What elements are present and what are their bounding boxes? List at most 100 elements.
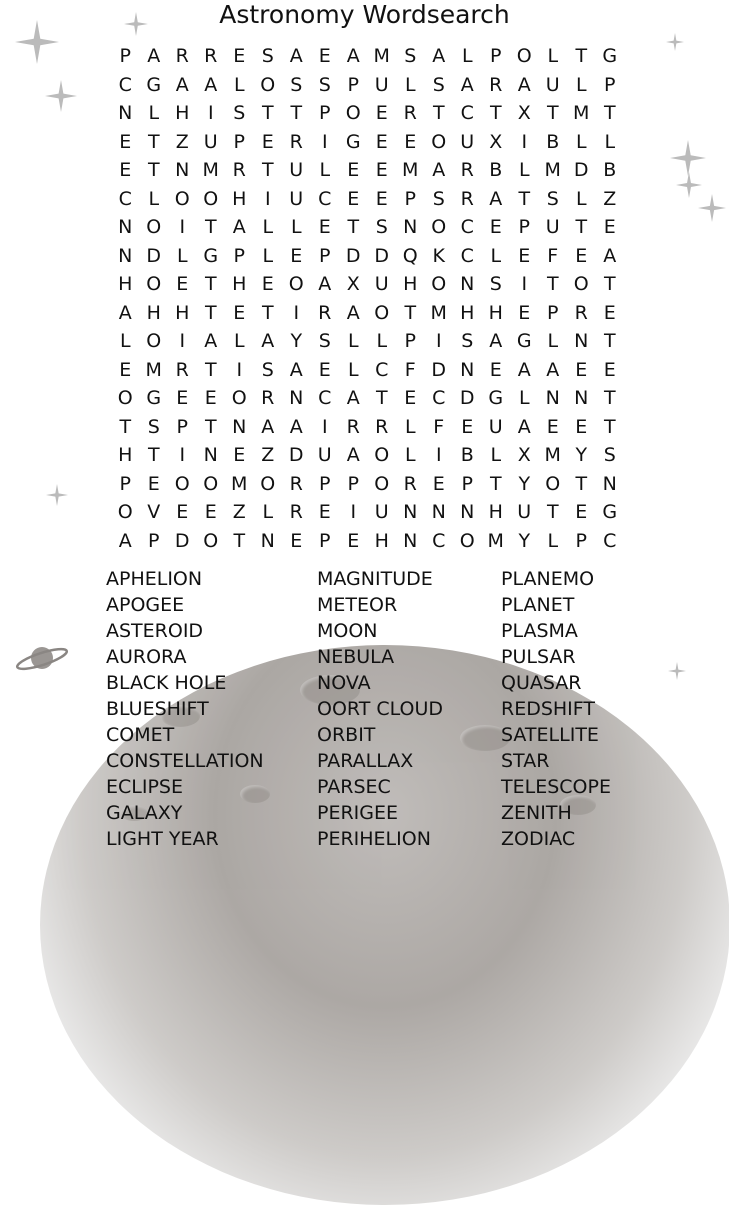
grid-letter[interactable]: C [118, 187, 132, 210]
grid-letter[interactable]: N [203, 444, 218, 466]
grid-letter[interactable]: R [403, 102, 417, 124]
grid-letter[interactable]: M [430, 301, 447, 324]
grid-letter[interactable]: O [516, 45, 532, 67]
grid-letter[interactable]: O [146, 273, 162, 295]
grid-letter[interactable]: H [403, 273, 418, 295]
grid-letter[interactable]: L [490, 444, 502, 466]
grid-letter[interactable]: T [147, 444, 160, 466]
grid-letter[interactable]: A [460, 73, 474, 96]
grid-letter[interactable]: H [232, 273, 247, 295]
grid-letter[interactable]: L [262, 501, 274, 523]
grid-letter[interactable]: T [375, 387, 388, 409]
grid-letter[interactable]: L [404, 415, 416, 438]
grid-letter[interactable]: E [233, 45, 246, 67]
grid-letter[interactable]: T [204, 216, 217, 238]
grid-letter[interactable]: R [289, 130, 303, 153]
grid-letter[interactable]: M [202, 159, 219, 181]
grid-letter[interactable]: A [261, 415, 275, 438]
grid-letter[interactable]: N [403, 216, 418, 238]
grid-letter[interactable]: S [261, 45, 274, 67]
grid-letter[interactable]: O [203, 472, 219, 495]
grid-letter[interactable]: I [521, 273, 528, 295]
grid-letter[interactable]: H [374, 529, 389, 552]
grid-letter[interactable]: L [547, 529, 559, 552]
grid-letter[interactable]: D [146, 244, 162, 267]
grid-letter[interactable]: U [374, 501, 389, 523]
grid-letter[interactable]: E [575, 244, 588, 267]
grid-letter[interactable]: P [148, 529, 160, 552]
grid-letter[interactable]: T [261, 102, 274, 124]
grid-letter[interactable]: L [347, 358, 359, 381]
grid-letter[interactable]: R [204, 45, 218, 67]
grid-letter[interactable]: U [545, 73, 560, 96]
grid-letter[interactable]: E [176, 501, 189, 523]
grid-letter[interactable]: T [204, 358, 217, 381]
grid-letter[interactable]: R [175, 358, 189, 381]
grid-letter[interactable]: A [489, 187, 503, 210]
grid-letter[interactable]: H [118, 273, 133, 295]
grid-letter[interactable]: C [460, 244, 474, 267]
grid-letter[interactable]: L [290, 216, 302, 238]
grid-letter[interactable]: N [403, 529, 418, 552]
grid-letter[interactable]: A [204, 330, 218, 352]
grid-letter[interactable]: U [374, 273, 389, 295]
grid-letter[interactable]: A [432, 159, 446, 181]
grid-letter[interactable]: I [264, 187, 271, 210]
grid-letter[interactable]: T [575, 45, 588, 67]
grid-letter[interactable]: I [179, 216, 186, 238]
grid-letter[interactable]: L [404, 444, 416, 466]
grid-letter[interactable]: H [232, 187, 247, 210]
grid-letter[interactable]: C [118, 73, 132, 96]
grid-letter[interactable]: S [318, 73, 331, 96]
grid-letter[interactable]: H [175, 102, 190, 124]
grid-letter[interactable]: F [547, 244, 559, 267]
grid-letter[interactable]: A [289, 358, 303, 381]
grid-letter[interactable]: E [432, 472, 445, 495]
grid-letter[interactable]: R [460, 187, 474, 210]
grid-letter[interactable]: N [460, 273, 475, 295]
grid-letter[interactable]: X [517, 102, 531, 124]
grid-letter[interactable]: N [118, 244, 133, 267]
grid-letter[interactable]: H [488, 501, 503, 523]
grid-letter[interactable]: E [546, 415, 559, 438]
grid-letter[interactable]: N [460, 358, 475, 381]
grid-letter[interactable]: E [318, 358, 331, 381]
grid-letter[interactable]: L [148, 187, 160, 210]
grid-letter[interactable]: I [293, 301, 300, 324]
grid-letter[interactable]: Q [402, 244, 418, 267]
grid-letter[interactable]: L [119, 330, 131, 352]
grid-letter[interactable]: P [518, 216, 530, 238]
grid-letter[interactable]: N [289, 387, 304, 409]
grid-letter[interactable]: T [233, 529, 246, 552]
grid-letter[interactable]: N [260, 529, 275, 552]
grid-letter[interactable]: N [602, 472, 617, 495]
grid-letter[interactable]: G [345, 130, 361, 153]
grid-letter[interactable]: H [460, 301, 475, 324]
grid-letter[interactable]: S [404, 45, 417, 67]
grid-letter[interactable]: E [461, 415, 474, 438]
grid-letter[interactable]: T [404, 301, 417, 324]
grid-letter[interactable]: B [603, 159, 617, 181]
grid-letter[interactable]: U [517, 501, 532, 523]
grid-letter[interactable]: E [261, 130, 274, 153]
grid-letter[interactable]: M [231, 472, 248, 495]
grid-letter[interactable]: T [347, 216, 360, 238]
grid-letter[interactable]: O [374, 472, 390, 495]
grid-letter[interactable]: U [488, 415, 503, 438]
grid-letter[interactable]: N [118, 102, 133, 124]
grid-letter[interactable]: E [347, 159, 360, 181]
grid-letter[interactable]: G [146, 73, 162, 96]
grid-letter[interactable]: B [489, 159, 503, 181]
grid-letter[interactable]: U [289, 159, 304, 181]
grid-letter[interactable]: E [318, 216, 331, 238]
grid-letter[interactable]: T [489, 102, 502, 124]
grid-letter[interactable]: I [321, 130, 328, 153]
grid-letter[interactable]: M [487, 529, 504, 552]
grid-letter[interactable]: L [404, 73, 416, 96]
grid-letter[interactable]: U [317, 444, 332, 466]
grid-letter[interactable]: D [174, 529, 190, 552]
grid-letter[interactable]: T [575, 472, 588, 495]
grid-letter[interactable]: S [147, 415, 160, 438]
grid-letter[interactable]: S [290, 73, 303, 96]
grid-letter[interactable]: T [147, 159, 160, 181]
